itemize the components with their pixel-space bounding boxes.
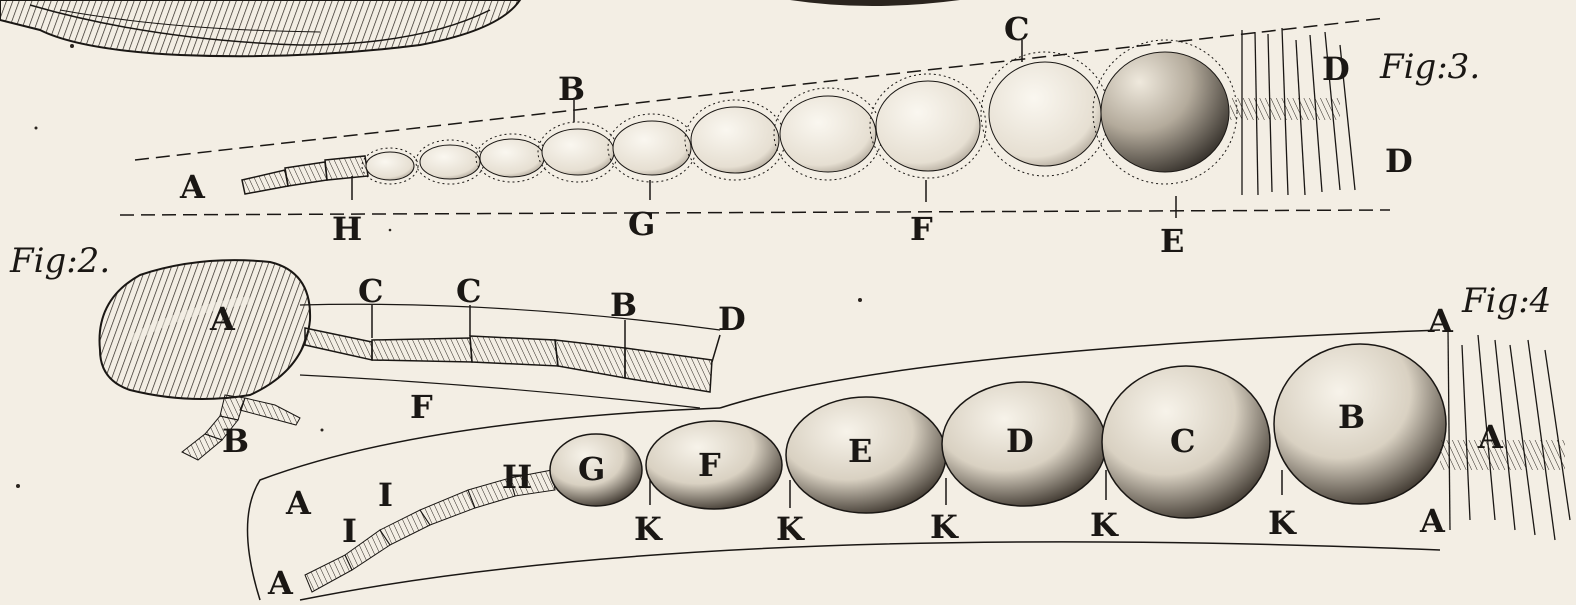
fig4-label-i-first: I — [342, 512, 357, 550]
fig4-label-k-3: K — [930, 508, 959, 546]
fig4-label-c: C — [1170, 422, 1195, 460]
fig2-label-c-first: C — [358, 272, 383, 310]
fig4-label-k-1: K — [634, 510, 663, 548]
fig3-label-c: C — [1004, 10, 1029, 48]
top-left-engraving-fragment — [0, 0, 520, 56]
fig2-label-f: F — [410, 388, 433, 426]
fig4-label-f: F — [698, 446, 721, 484]
fig3-label-g: G — [628, 205, 655, 243]
fig3-label-a: A — [179, 168, 206, 206]
fig3-label-f: F — [910, 210, 933, 248]
fig4-label-k-2: K — [776, 510, 805, 548]
fig2-caption: Fig:2. — [9, 241, 110, 281]
fig2-label-d: D — [718, 300, 746, 338]
fig4-label-a-bottom-right: A — [1419, 502, 1446, 540]
fig4-label-b: B — [1338, 398, 1365, 436]
fig3-label-e: E — [1160, 222, 1184, 260]
fig4-caption: Fig:4 — [1461, 281, 1551, 321]
fig4-label-k-4: K — [1090, 506, 1119, 544]
fig2-label-b-tube: B — [610, 286, 637, 324]
fig4-label-e: E — [848, 432, 872, 470]
fig2-label-c-second: C — [456, 272, 481, 310]
fig4-label-i-second: I — [378, 476, 393, 514]
fig4-label-a-left: A — [285, 484, 312, 522]
fig4-label-g: G — [578, 450, 605, 488]
figure-4 — [248, 330, 1571, 600]
fig4-label-d: D — [1006, 422, 1034, 460]
fig4-fibers — [1440, 330, 1570, 540]
fig4-label-k-5: K — [1268, 504, 1297, 542]
fig3-label-h: H — [332, 210, 362, 248]
fig2-label-b-branch: B — [222, 422, 249, 460]
top-center-engraving-fragment — [790, 0, 960, 6]
fig4-label-a-bottom-left: A — [267, 564, 294, 602]
fig2-sac — [100, 260, 311, 399]
fig3-label-d-lower: D — [1385, 142, 1413, 180]
fig3-egg-series — [362, 40, 1237, 184]
fig3-stalk — [242, 156, 368, 194]
fig2-label-a: A — [209, 300, 236, 338]
fig4-label-a-top: A — [1427, 302, 1454, 340]
fig4-label-h: H — [502, 458, 532, 496]
fig2-tube — [305, 328, 712, 392]
fig4-label-a-right: A — [1477, 418, 1504, 456]
fig3-label-d-upper: D — [1322, 50, 1350, 88]
fig3-label-b: B — [558, 70, 585, 108]
fig3-caption: Fig:3. — [1379, 47, 1480, 87]
